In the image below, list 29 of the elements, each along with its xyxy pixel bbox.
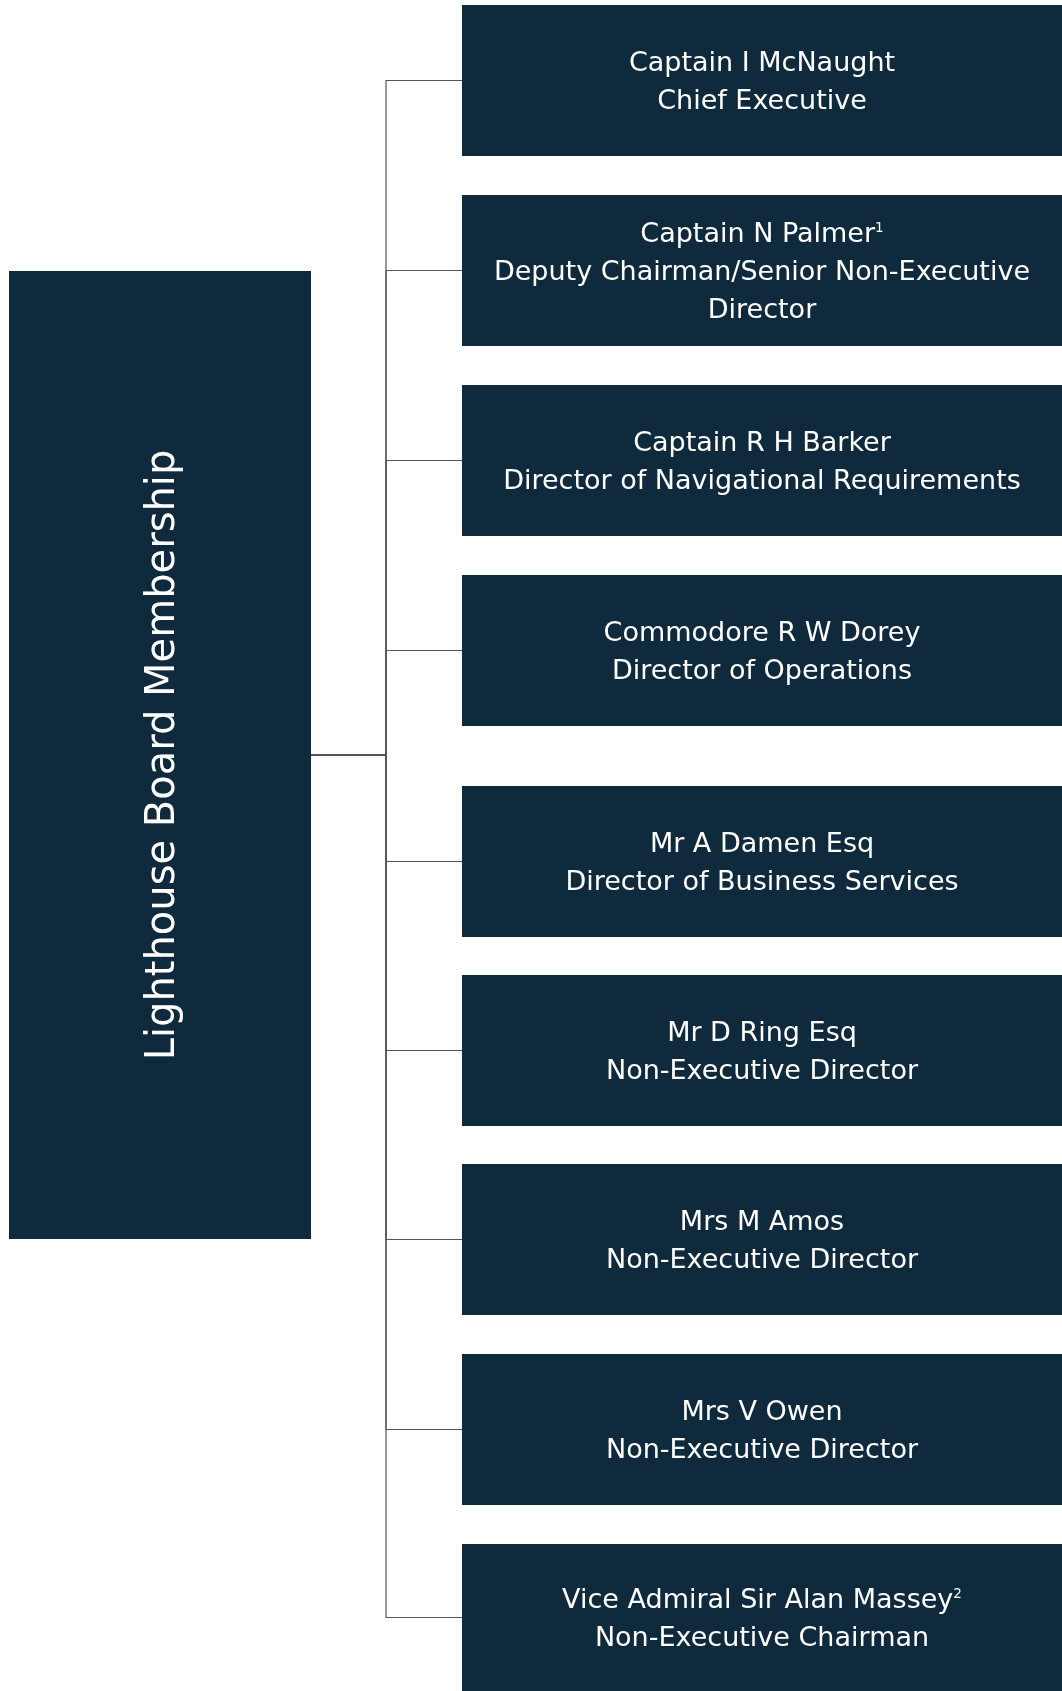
member-name: Mr A Damen Esq <box>649 825 875 860</box>
member-name: Commodore R W Dorey <box>603 614 921 649</box>
member-role: Deputy Chairman/Senior Non-Executive Director <box>492 253 1032 326</box>
member-name: Mrs M Amos <box>679 1203 845 1238</box>
member-role: Non-Executive Director <box>605 1241 919 1276</box>
member-box <box>462 1354 1062 1505</box>
member-box <box>462 195 1062 346</box>
member-name: Captain I McNaught <box>628 44 896 79</box>
member-box <box>462 975 1062 1126</box>
member-name: Vice Admiral Sir Alan Massey$^{2}$ <box>562 1581 962 1616</box>
member-name: Mrs V Owen <box>681 1393 843 1428</box>
member-box <box>462 385 1062 536</box>
member-box <box>462 575 1062 726</box>
member-name: Captain N Palmer$^{1}$ <box>640 215 884 250</box>
title-box <box>9 271 311 1239</box>
member-name: Mr D Ring Esq <box>667 1014 857 1049</box>
member-box <box>462 1164 1062 1315</box>
member-role: Director of Business Services <box>565 863 959 898</box>
member-role: Non-Executive Director <box>605 1431 919 1466</box>
member-role: Director of Navigational Requirements <box>503 462 1021 497</box>
member-box <box>462 786 1062 937</box>
member-role: Chief Executive <box>657 82 867 117</box>
member-box <box>462 5 1062 156</box>
board-title: Lighthouse Board Membership <box>137 449 183 1061</box>
member-role: Director of Operations <box>611 652 913 687</box>
member-name: Captain R H Barker <box>633 424 891 459</box>
member-role: Non-Executive Director <box>605 1052 919 1087</box>
member-role: Non-Executive Chairman <box>594 1619 930 1654</box>
member-box <box>462 1544 1062 1691</box>
